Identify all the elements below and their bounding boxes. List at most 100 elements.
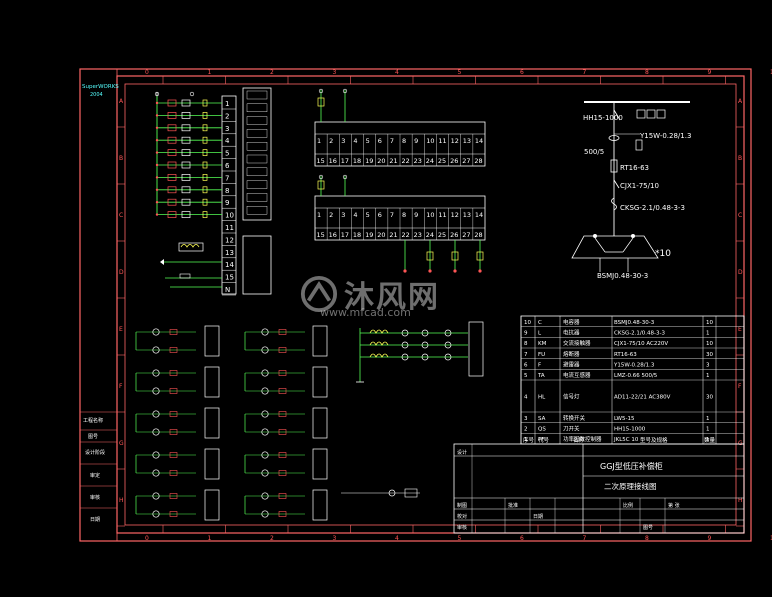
terminal-number: 25 — [438, 231, 446, 239]
signal-lamp-icon — [152, 469, 160, 477]
terminal-number: 7 — [390, 137, 394, 145]
equip-no: 5 — [524, 373, 528, 379]
left-node — [155, 176, 159, 179]
inner-grid-border — [124, 83, 737, 526]
equip-symbol: KM — [538, 341, 547, 347]
equip-header-model: 型号及规格 — [640, 436, 668, 444]
watermark-url: www.mfcad.com — [320, 306, 411, 319]
ruler-bottom-num: 7 — [583, 535, 587, 542]
signal-lamp-icon — [152, 387, 160, 395]
terminal-number: 2 — [329, 137, 333, 145]
left-node — [155, 151, 159, 154]
left-contact — [167, 136, 177, 144]
bottom-coil — [178, 242, 204, 252]
meter-icon — [444, 329, 452, 337]
left-desc-cell — [246, 180, 268, 189]
left-block-label: 1 — [225, 100, 229, 108]
signal-lamp-icon — [261, 328, 269, 336]
equip-symbol: PF — [538, 437, 544, 443]
ruler-bottom-num: 9 — [708, 535, 712, 542]
left-contact — [167, 198, 177, 206]
ruler-bottom-num: 2 — [270, 535, 274, 542]
meter-icon — [444, 353, 452, 361]
terminal-number: 14 — [475, 211, 483, 219]
meter-icon — [401, 341, 409, 349]
strip-cell-3: 设计阶段 — [85, 449, 105, 456]
signal-lamp-icon — [261, 369, 269, 377]
signal-lamp-icon — [261, 510, 269, 518]
terminal-number: 15 — [317, 231, 325, 239]
ruler-left-letter: C — [119, 212, 123, 219]
lamp-label-box — [312, 325, 328, 357]
equip-qty: 1 — [706, 373, 710, 379]
tb-label-check: 校对 — [457, 513, 467, 520]
ruler-bottom-num: 5 — [458, 535, 462, 542]
equip-no: 1 — [524, 437, 528, 443]
ruler-top-num: 1 — [208, 69, 212, 76]
equip-symbol: HL — [538, 395, 546, 401]
signal-lamp-icon — [152, 428, 160, 436]
terminal-number: 28 — [474, 231, 482, 239]
left-desc-cell — [246, 103, 268, 113]
equip-qty: 1 — [706, 427, 710, 433]
left-fuse — [202, 112, 208, 119]
capctrl-label: CKSG-2.1/0.48-3-3 — [620, 204, 685, 212]
lamp-label-box — [204, 407, 220, 439]
lamp-label-box — [312, 448, 328, 480]
terminal-number: 4 — [353, 211, 357, 219]
left-block-label: 15 — [225, 274, 234, 282]
equip-header-name: 名称 — [573, 436, 585, 444]
contactor-label: CJX1-75/10 — [620, 182, 659, 190]
coil-icon — [369, 353, 389, 358]
equip-symbol: FU — [538, 352, 545, 358]
ruler-left-letter: B — [119, 155, 123, 162]
equip-symbol: TA — [537, 373, 545, 379]
ruler-right-letter: C — [738, 212, 742, 219]
left-coil — [181, 99, 191, 107]
left-coil — [181, 112, 191, 119]
terminal-number: 1 — [317, 211, 321, 219]
equip-model: BSMJ0.48-30-3 — [614, 320, 655, 326]
terminal-number: 19 — [365, 157, 373, 165]
equip-header-qty: 数量 — [704, 436, 716, 444]
tb-drawing-no: 图号 — [643, 525, 653, 531]
lamp-label-box — [204, 448, 220, 480]
equip-qty: 30 — [706, 395, 713, 401]
equip-qty: 10 — [706, 320, 713, 326]
terminal-number: 27 — [462, 231, 470, 239]
ruler-top-num: 2 — [270, 69, 274, 76]
lamp-label-box — [204, 489, 220, 521]
terminal-number: 11 — [438, 137, 446, 145]
equip-qty: 30 — [706, 352, 713, 358]
equip-name: 电流互感器 — [563, 371, 591, 379]
surge-label: Y15W-0.28/1.3 — [639, 132, 691, 140]
ruler-left-letter: D — [119, 269, 124, 276]
ruler-right-letter: F — [738, 383, 742, 390]
equip-symbol: L — [538, 331, 542, 337]
left-contact — [167, 124, 177, 132]
left-fuse — [202, 198, 208, 206]
lamp-resistor — [169, 388, 178, 394]
lamp-resistor — [169, 411, 178, 417]
meter-icon — [444, 341, 452, 349]
terminal-number: 6 — [378, 137, 382, 145]
terminal-number: 20 — [377, 231, 385, 239]
left-fuse — [202, 211, 208, 218]
signal-lamp-groups — [135, 325, 328, 521]
left-contact — [167, 112, 177, 119]
equip-no: 8 — [524, 341, 528, 347]
equip-name: 信号灯 — [563, 393, 580, 401]
terminal-number: 25 — [438, 157, 446, 165]
signal-lamp-icon — [152, 410, 160, 418]
coil-icon — [369, 329, 389, 334]
single-line-diagram: HH15-1000 500/5 Y15W-0.28/1.3 RT16-63 CJ… — [571, 101, 691, 280]
strip-cell-4: 审定 — [90, 472, 100, 479]
ruler-top-num: 3 — [333, 69, 337, 76]
equip-qty: 1 — [706, 416, 710, 422]
equip-qty: 1 — [706, 437, 710, 443]
left-desc-cell — [246, 90, 268, 100]
left-desc-cell — [246, 116, 268, 125]
lamp-resistor — [278, 388, 287, 394]
